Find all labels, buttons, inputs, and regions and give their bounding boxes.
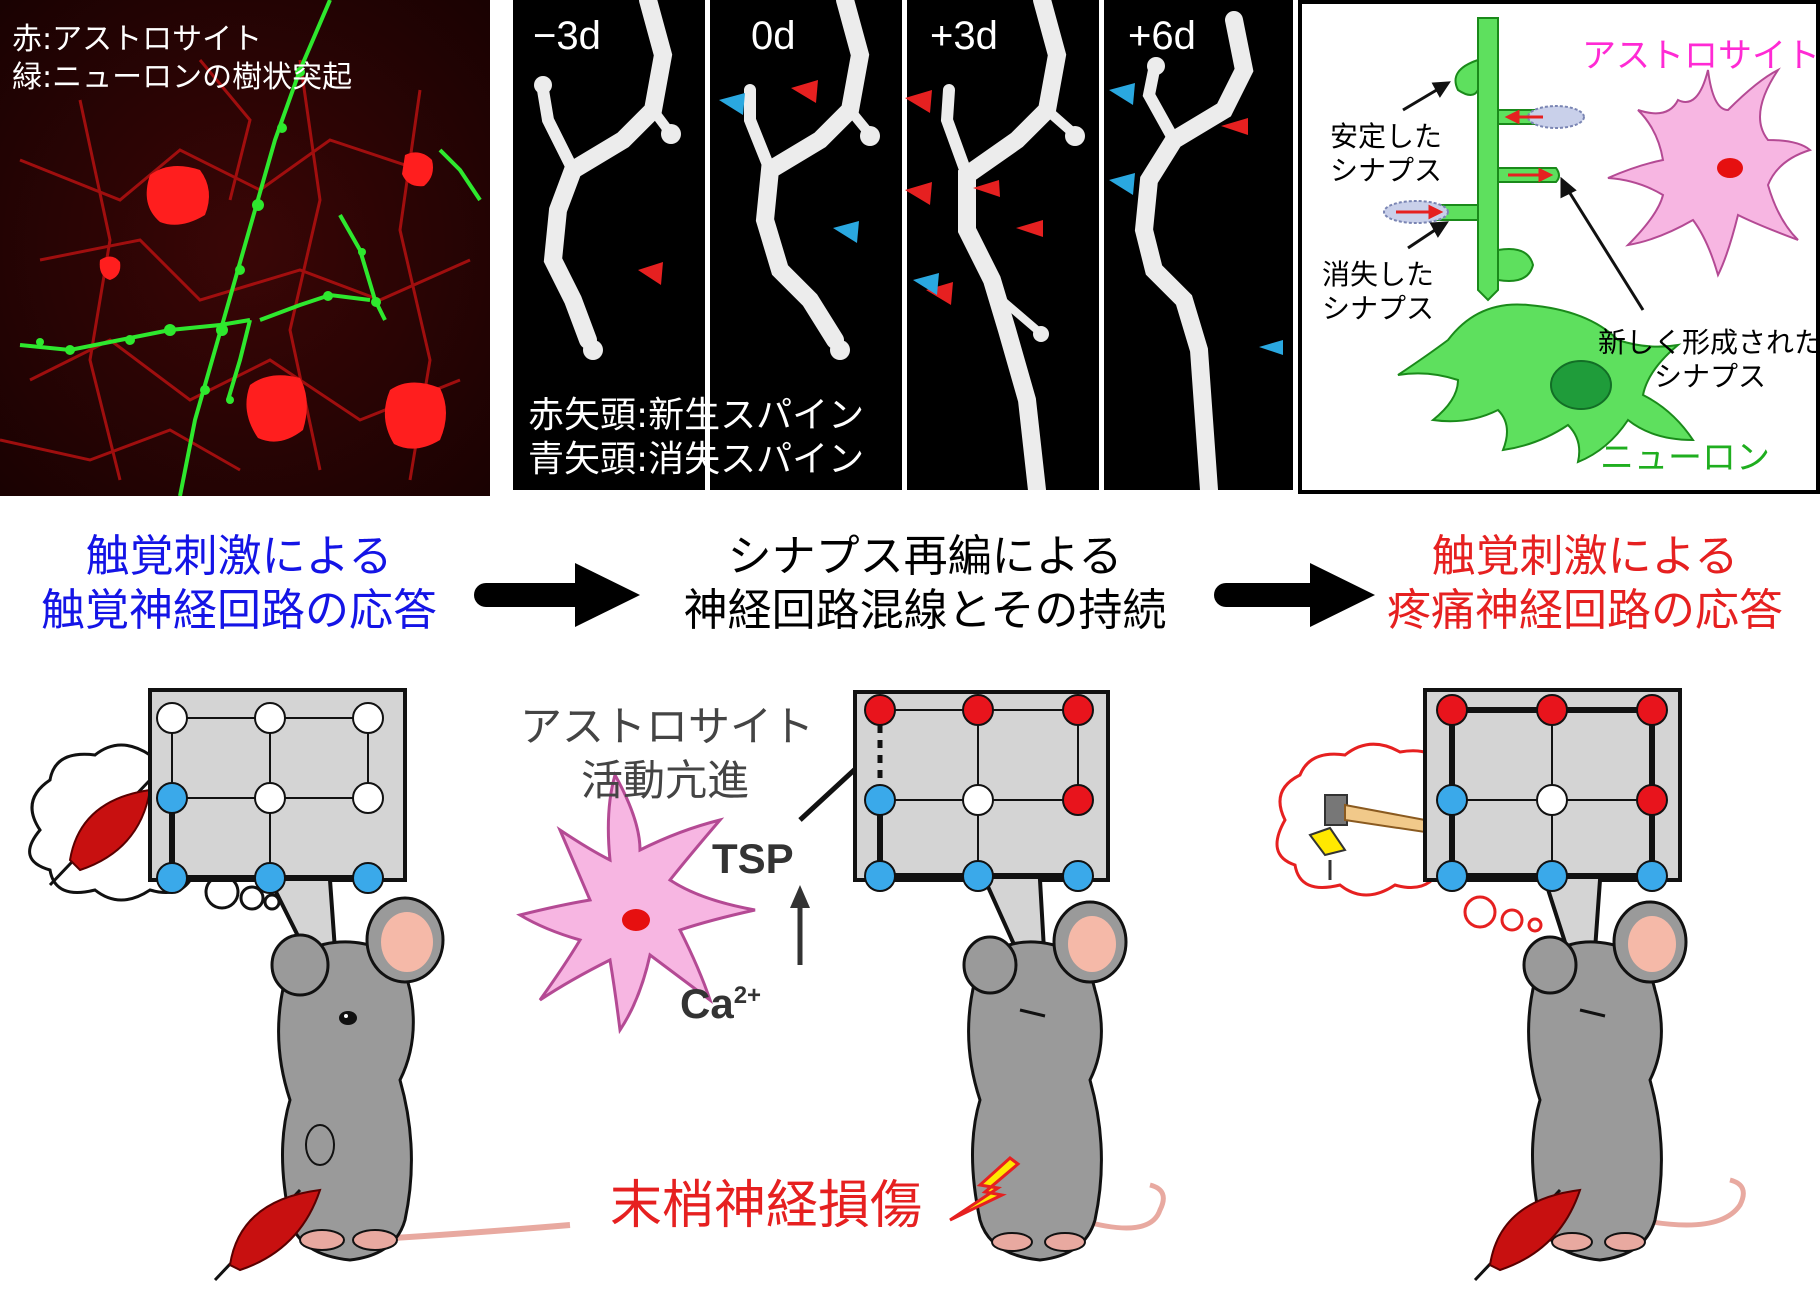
schematic-panel: [1298, 0, 1820, 494]
frame-label-2: 0d: [751, 14, 796, 58]
stage-heading-1-line-2: 触覚神経回路の応答: [41, 585, 437, 636]
timelapse-panel: [513, 0, 1293, 490]
schematic-neuron-label: ニューロン: [1600, 438, 1770, 478]
nerve-injury-label: 末梢神経損傷: [610, 1176, 923, 1236]
neuron-dendrites: [19, 0, 482, 496]
lost-synapse-label: 消失した シナプス: [1322, 258, 1434, 326]
stage-heading-3: 触覚刺激による 疼痛神経回路の応答: [1355, 530, 1815, 638]
bottom-illustrations: [28, 688, 1746, 1282]
new-synapse-line-2: シナプス: [1654, 360, 1767, 393]
stable-synapse-line-1: 安定した: [1330, 120, 1443, 153]
micrograph-panel: [0, 0, 490, 496]
middle-illustration: [516, 690, 1166, 1262]
stage-heading-2-line-1: シナプス再編による: [727, 531, 1123, 582]
new-spine-arrows: [638, 80, 1248, 305]
flow-arrow-1-icon: [474, 563, 640, 627]
astrocyte-activity-line-2: 活動亢進: [580, 756, 749, 805]
schematic-astrocyte: [1607, 67, 1813, 278]
dendrite-frame-4: [1134, 11, 1254, 490]
left-mouse: [28, 688, 571, 1282]
calcium-label: Ca2+: [680, 980, 761, 1028]
lost-spine-arrows: [719, 83, 1283, 355]
schematic-astrocyte-label: アストロサイト: [1582, 36, 1820, 76]
astrocyte-activity-line-1: アストロサイト: [520, 702, 815, 751]
stable-synapse-label: 安定した シナプス: [1330, 120, 1442, 188]
stage-heading-2-line-2: 神経回路混線とその持続: [683, 585, 1167, 636]
timelapse-legend-blue: 青矢頭:消失スパイン: [528, 439, 865, 480]
stable-synapse-line-2: シナプス: [1330, 154, 1443, 187]
neuron-shape: [1397, 17, 1695, 464]
astrocyte-cell-bodies: [99, 152, 446, 449]
astrocyte-activity-label: アストロサイト 活動亢進: [520, 700, 815, 808]
new-synapse-line-1: 新しく形成された: [1598, 326, 1820, 359]
stage-heading-3-line-2: 疼痛神経回路の応答: [1387, 585, 1783, 636]
flow-arrow-2-icon: [1214, 563, 1375, 627]
micrograph-legend-red: 赤:アストロサイト: [12, 22, 263, 57]
stage-heading-1: 触覚刺激による 触覚神経回路の応答: [14, 530, 464, 638]
timelapse-legend-red: 赤矢頭:新生スパイン: [528, 395, 865, 436]
calcium-symbol: Ca: [680, 980, 734, 1027]
tsp-label: TSP: [712, 835, 794, 882]
stage-heading-2: シナプス再編による 神経回路混線とその持続: [640, 530, 1210, 638]
micrograph-legend-green: 緑:ニューロンの樹状突起: [12, 60, 353, 95]
frame-label-4: +6d: [1128, 14, 1196, 58]
calcium-charge: 2+: [733, 982, 762, 1009]
right-mouse: [1275, 688, 1746, 1282]
stage-heading-3-line-1: 触覚刺激による: [1431, 531, 1739, 582]
frame-label-1: −3d: [533, 14, 601, 58]
frame-label-3: +3d: [930, 14, 998, 58]
stage-heading-1-line-1: 触覚刺激による: [85, 531, 393, 582]
dendrite-frame-3: [940, 0, 1077, 490]
lost-synapse-line-1: 消失した: [1322, 258, 1435, 291]
new-synapse-label: 新しく形成された シナプス: [1598, 326, 1820, 394]
lost-synapse-line-2: シナプス: [1322, 292, 1435, 325]
